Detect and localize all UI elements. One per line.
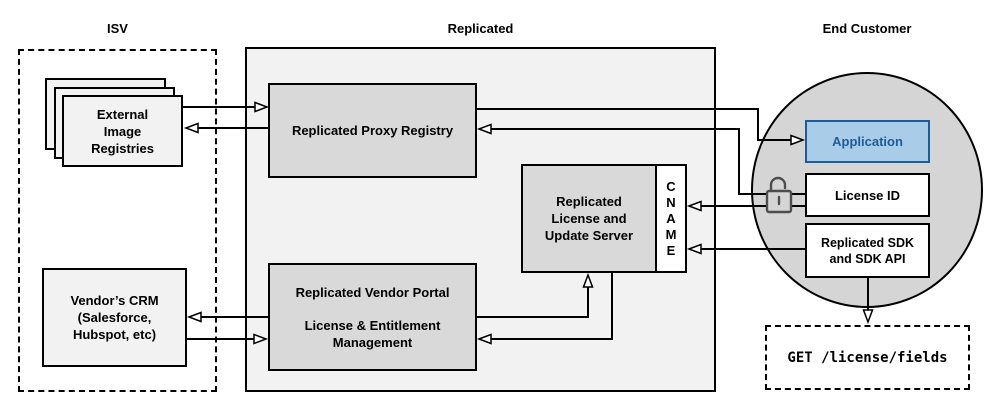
get-endpoint-box: GET /license/fields xyxy=(765,325,970,390)
application-label: Application xyxy=(832,134,903,149)
vendor-portal-subtitle-line: Management xyxy=(332,334,413,350)
isv-container xyxy=(18,49,217,392)
vendors-crm-node: Vendor’s CRM (Salesforce, Hubspot, etc) xyxy=(42,268,187,367)
replicated-sdk-line: Replicated SDK xyxy=(820,235,915,250)
cname-letter: C xyxy=(666,178,676,194)
vendor-portal-subtitle-line: License & Entitlement xyxy=(304,317,441,333)
vendors-crm-line: Hubspot, etc) xyxy=(72,327,157,342)
section-label-end-customer: End Customer xyxy=(822,21,912,36)
license-update-server-line: Replicated xyxy=(556,194,622,209)
license-id-label: License ID xyxy=(834,187,901,203)
license-id-node: License ID xyxy=(805,173,930,217)
section-label-replicated: Replicated xyxy=(447,21,514,36)
vendor-portal-title: Replicated Vendor Portal xyxy=(295,284,450,300)
external-registries-line: Image xyxy=(103,123,142,139)
replicated-sdk-line: and SDK API xyxy=(829,251,906,266)
replicated-sdk-node: Replicated SDK and SDK API xyxy=(805,223,930,278)
vendors-crm-line: Vendor’s CRM xyxy=(70,293,159,308)
vendor-portal-node: Replicated Vendor Portal License & Entit… xyxy=(268,263,477,371)
external-registries-node: External Image Registries xyxy=(62,95,183,167)
license-update-server-node: Replicated License and Update Server xyxy=(521,164,657,273)
section-label-isv: ISV xyxy=(107,21,128,36)
get-endpoint-label: GET /license/fields xyxy=(787,349,948,366)
cname-strip: C N A M E xyxy=(655,164,687,273)
external-registries-line: Registries xyxy=(91,140,154,156)
external-registries-line: External xyxy=(96,106,149,122)
license-update-server-line: License and xyxy=(551,211,627,226)
cname-letter: N xyxy=(666,194,676,210)
cname-letter: E xyxy=(666,242,676,258)
cname-letter: A xyxy=(666,210,676,226)
proxy-registry-node: Replicated Proxy Registry xyxy=(268,83,477,178)
license-update-server-line: Update Server xyxy=(544,228,634,243)
application-node: Application xyxy=(805,120,930,163)
vendors-crm-line: (Salesforce, xyxy=(77,310,152,325)
proxy-registry-label: Replicated Proxy Registry xyxy=(291,123,454,138)
cname-letter: M xyxy=(665,226,677,242)
